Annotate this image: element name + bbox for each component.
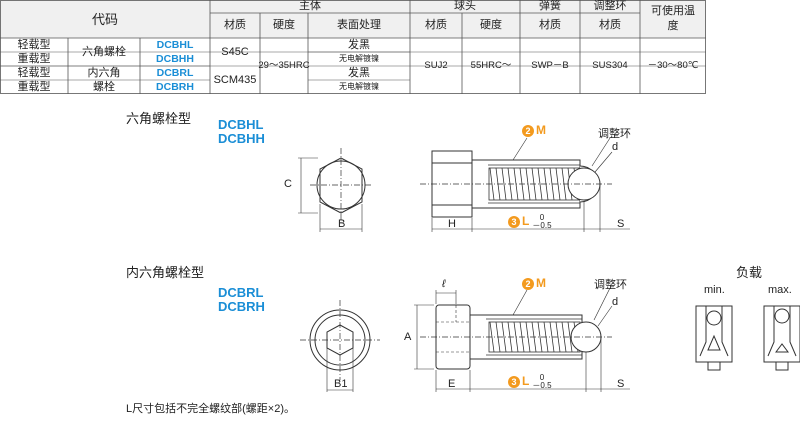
header-body-material: 材质 <box>224 19 246 31</box>
body-hardness: 29～35HRC <box>258 60 310 72</box>
code-cell: DCBRL <box>156 66 194 79</box>
hex-head-front-view <box>298 148 372 232</box>
dim-c: C <box>284 178 292 190</box>
shape-socket-line1: 内六角 <box>87 66 121 79</box>
header-body-hardness: 硬度 <box>273 19 295 31</box>
adjust-material: SUS304 <box>592 60 628 72</box>
row-type: 轻载型 <box>17 66 51 79</box>
header-surface: 表面处理 <box>337 19 381 31</box>
spec-table: 代码 主体 材质 硬度 表面处理 球头 材质 硬度 弹簧 材质 调整环 材质 可… <box>0 0 706 94</box>
dim-a: A <box>404 331 412 343</box>
section-code-dcbhl: DCBHL <box>218 117 264 132</box>
header-ball: 球头 <box>454 0 476 12</box>
header-ball-material: 材质 <box>425 19 447 31</box>
header-temperature: 可使用温度 <box>651 5 695 32</box>
row-type: 重载型 <box>17 52 51 65</box>
header-adjust: 调整环 <box>593 0 627 12</box>
body-material-s45c: S45C <box>221 45 249 58</box>
surface-nickel-2: 无电解镀镍 <box>339 82 379 91</box>
header-body: 主体 <box>299 0 321 12</box>
section-code-dcbrh: DCBRH <box>218 299 265 314</box>
header-code: 代码 <box>91 11 118 27</box>
load-title: 负载 <box>736 265 763 280</box>
code-cell: DCBHH <box>156 52 194 65</box>
load-max-label: max. <box>768 284 792 296</box>
row-type: 轻载型 <box>17 38 51 51</box>
temperature-range: －30～80℃ <box>647 60 699 72</box>
dim-b: B <box>338 218 346 230</box>
dim-s-hex: S <box>617 218 625 230</box>
dim-s-socket: S <box>617 378 625 390</box>
section-code-dcbhh: DCBHH <box>218 131 265 146</box>
header-ball-hardness: 硬度 <box>480 19 502 31</box>
hex-bolt-side-view <box>420 137 630 232</box>
body-material-scm435: SCM435 <box>213 73 257 86</box>
code-cell: DCBHL <box>156 38 194 51</box>
label-d-hex: d <box>612 141 619 153</box>
dim-l-small: ℓ <box>442 278 446 290</box>
socket-head-front-view <box>300 300 380 392</box>
shape-socket-line2: 螺栓 <box>93 80 115 93</box>
shape-hex: 六角螺栓 <box>82 45 126 58</box>
spring-material: SWP－B <box>531 60 569 72</box>
header-spring: 弹簧 <box>539 0 561 12</box>
load-max-illustration <box>763 305 800 371</box>
dim-h: H <box>448 218 456 230</box>
table-grid <box>0 0 706 94</box>
header-adjust-material: 材质 <box>599 19 621 31</box>
label-adjust-ring-socket: 调整环 <box>594 279 627 291</box>
surface-black-1: 发黑 <box>348 38 370 51</box>
surface-black-2: 发黑 <box>348 66 370 79</box>
socket-bolt-side-view <box>414 287 630 392</box>
section-code-dcbrl: DCBRL <box>218 285 264 300</box>
load-min-illustration <box>695 305 733 371</box>
dim-e: E <box>448 378 456 390</box>
header-spring-material: 材质 <box>539 19 561 31</box>
load-min-label: min. <box>704 284 725 296</box>
ball-material: SUJ2 <box>424 60 448 72</box>
surface-nickel-1: 无电解镀镍 <box>339 54 379 63</box>
number-badge-2: 2 <box>522 125 534 138</box>
footnote: L尺寸包括不完全螺纹部(螺距×2)。 <box>126 403 295 415</box>
code-cell: DCBRH <box>156 80 194 93</box>
section-title-hex: 六角螺栓型 <box>126 111 192 126</box>
dim-b1: B1 <box>334 378 348 390</box>
section-title-socket: 内六角螺栓型 <box>126 265 205 280</box>
label-d-socket: d <box>612 296 619 308</box>
label-adjust-ring-hex: 调整环 <box>598 128 631 140</box>
row-type: 重载型 <box>17 80 51 93</box>
ball-hardness: 55HRC～ <box>470 60 512 72</box>
